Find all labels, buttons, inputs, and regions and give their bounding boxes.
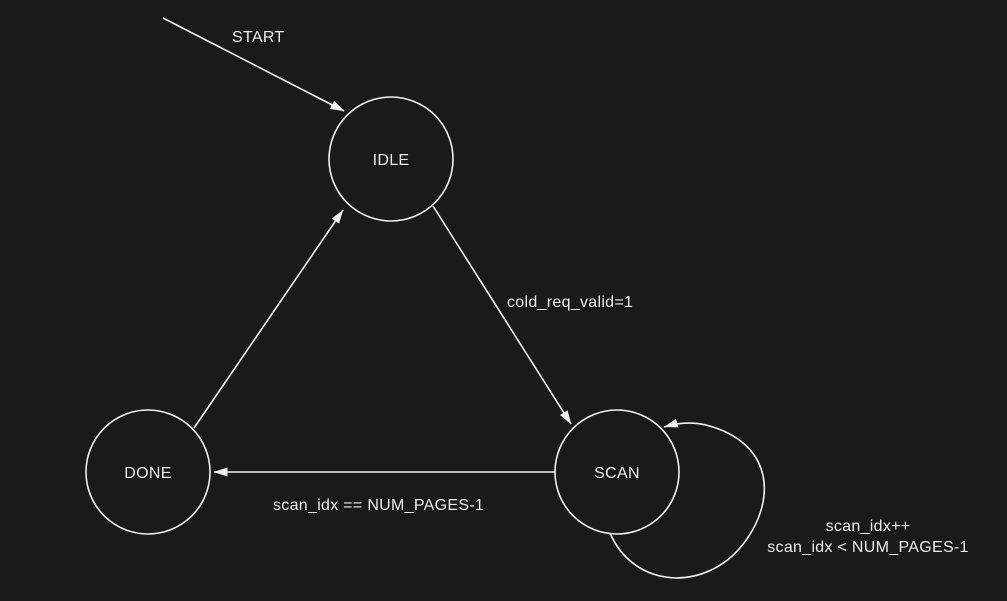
transition-idle-to-scan [432,205,572,425]
state-idle [328,96,454,222]
state-scan-label: SCAN [594,465,640,482]
transition-start-to-idle [162,17,345,112]
state-done [85,409,211,535]
self-loop-arrowhead-icon [664,418,679,428]
transition-scan-to-done-label: scan_idx == NUM_PAGES-1 [273,497,484,514]
transition-start-label: START [232,29,284,46]
transition-scan-self-loop [609,422,766,579]
state-idle-label: IDLE [373,152,410,169]
transition-scan-self-label-line1: scan_idx++ [826,518,911,535]
state-done-label: DONE [124,465,171,482]
transition-idle-to-scan-label: cold_req_valid=1 [507,294,633,311]
transition-scan-self-label-line2: scan_idx < NUM_PAGES-1 [767,539,969,556]
transition-done-to-idle [193,209,344,429]
